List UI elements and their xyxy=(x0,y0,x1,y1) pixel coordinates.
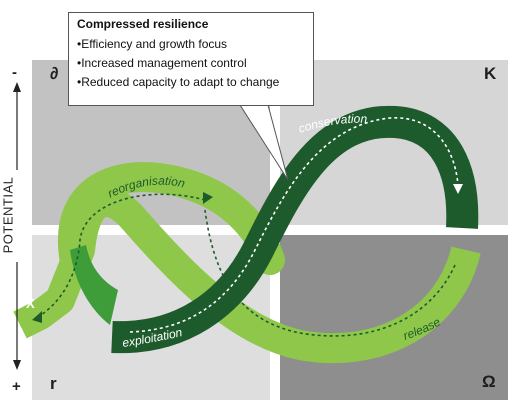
callout-pointer xyxy=(239,104,289,181)
corner-omega: Ω xyxy=(482,372,496,391)
axis-bottom-sign: + xyxy=(12,378,21,395)
compressed-resilience-callout: Compressed resilience •Efficiency and gr… xyxy=(68,12,314,106)
potential-axis-label: POTENTIAL xyxy=(0,176,16,254)
arrowhead-reorganisation xyxy=(203,192,213,204)
exit-x-label: X xyxy=(26,296,35,311)
arrowhead-exit xyxy=(32,311,42,323)
corner-alpha: ∂ xyxy=(50,64,59,83)
axis-top-sign: - xyxy=(12,64,17,81)
exploitation-conservation-band xyxy=(111,105,479,354)
callout-item-control: •Increased management control xyxy=(77,56,247,70)
fold-shading xyxy=(70,245,118,325)
corner-r: r xyxy=(50,374,57,393)
flow-arrows xyxy=(37,117,459,337)
arrowhead-conservation xyxy=(453,184,463,194)
callout-title: Compressed resilience xyxy=(77,17,209,31)
callout-item-adaptability: •Reduced capacity to adapt to change xyxy=(77,75,280,89)
callout-item-efficiency: •Efficiency and growth focus xyxy=(77,37,228,51)
corner-k: K xyxy=(484,64,497,83)
axis-arrow-up xyxy=(13,82,21,92)
axis-arrow-down xyxy=(13,360,21,370)
